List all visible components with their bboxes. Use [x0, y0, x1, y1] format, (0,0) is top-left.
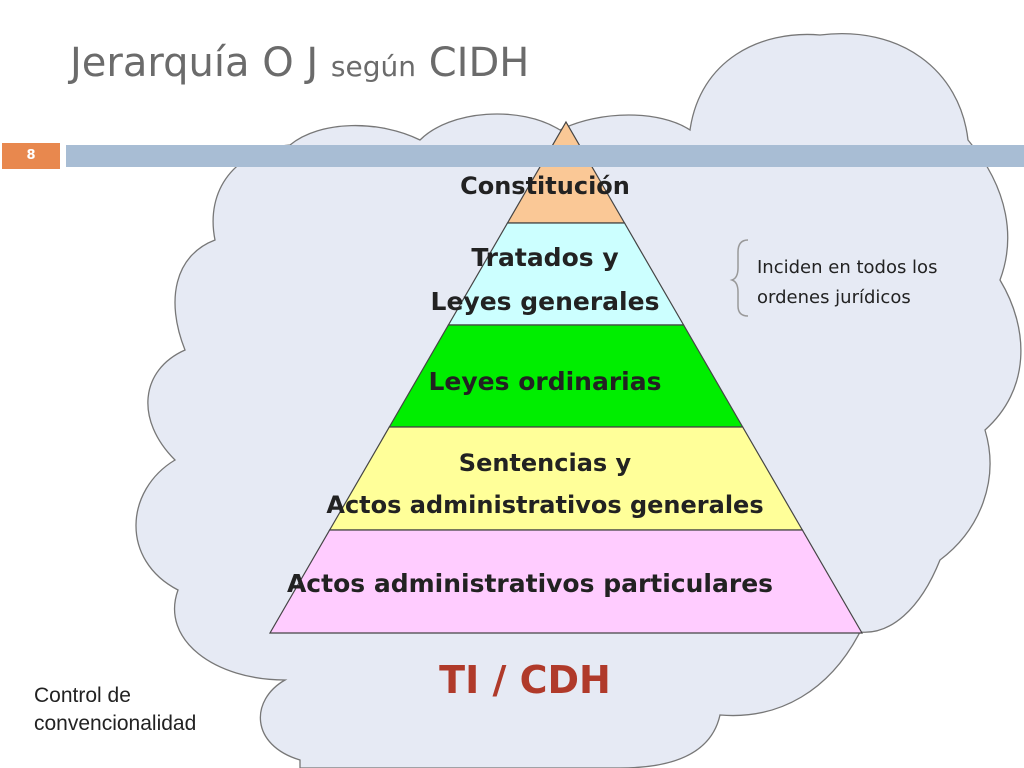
- page-title: Jerarquía O J según CIDH: [70, 40, 529, 86]
- note-line-1: Inciden en todos los: [757, 257, 938, 278]
- brace-icon: [729, 239, 749, 317]
- cloud-label: TI / CDH: [439, 658, 611, 702]
- layer-leyes-ordinarias: Leyes ordinarias: [400, 360, 690, 404]
- layer-line: Leyes ordinarias: [428, 367, 662, 396]
- layer-line: Constitución: [460, 172, 630, 200]
- layer-sentencias: Sentencias y Actos administrativos gener…: [270, 442, 820, 526]
- layer-line: Actos administrativos particulares: [286, 569, 774, 598]
- layer-tratados: Tratados y Leyes generales: [400, 236, 690, 324]
- pyramid: [268, 120, 864, 634]
- accent-bar: [66, 145, 1024, 167]
- layer-line: Leyes generales: [430, 287, 660, 316]
- layer-line: Tratados y: [471, 243, 619, 272]
- footer-line-2: convencionalidad: [34, 712, 197, 735]
- footer-line-1: Control de: [34, 684, 131, 707]
- layer-line: Actos administrativos generales: [326, 491, 764, 519]
- layer-constitucion: Constitución: [420, 168, 670, 204]
- footer-label: Control de convencionalidad: [34, 682, 196, 738]
- note-line-2: ordenes jurídicos: [757, 287, 911, 308]
- slide-number: 8: [2, 143, 60, 169]
- title-main: Jerarquía O J: [70, 40, 319, 86]
- layer-actos-particulares: Actos administrativos particulares: [250, 562, 810, 606]
- layer-line: Sentencias y: [458, 449, 632, 477]
- title-small: según: [330, 50, 416, 83]
- title-end: CIDH: [428, 40, 530, 86]
- side-note: Inciden en todos los ordenes jurídicos: [757, 253, 937, 313]
- pyramid-band-5: [268, 529, 864, 634]
